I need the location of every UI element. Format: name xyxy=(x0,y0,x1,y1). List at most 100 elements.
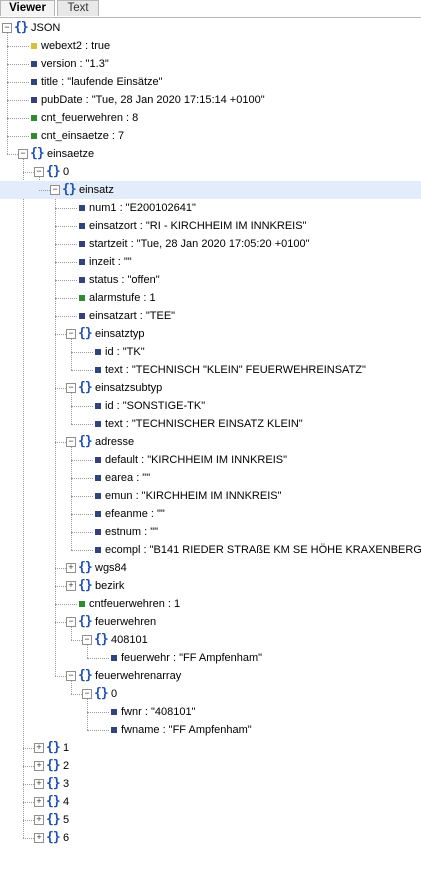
collapse-toggle-icon[interactable]: − xyxy=(82,635,92,645)
tree-connector xyxy=(71,424,93,425)
tree-node-value[interactable]: webext2 : true xyxy=(0,37,421,55)
string-value-icon xyxy=(79,205,85,211)
tree-node-value[interactable]: emun : "KIRCHHEIM IM INNKREIS" xyxy=(0,487,421,505)
tree-connector xyxy=(23,766,34,767)
tree-node-value[interactable]: alarmstufe : 1 xyxy=(0,289,421,307)
tree-connector xyxy=(71,406,93,407)
number-value-icon xyxy=(79,601,85,607)
tree-connector xyxy=(55,622,66,623)
tree-node-object[interactable]: −{}einsatzsubtyp xyxy=(0,379,421,397)
tree-node-object[interactable]: +{}6 xyxy=(0,829,421,847)
tree-node-value[interactable]: estnum : "" xyxy=(0,523,421,541)
tree-node-value[interactable]: pubDate : "Tue, 28 Jan 2020 17:15:14 +01… xyxy=(0,91,421,109)
tree-node-object[interactable]: +{}1 xyxy=(0,739,421,757)
tree-node-object[interactable]: −{}408101 xyxy=(0,631,421,649)
tree-node-value[interactable]: einsatzort : "RI - KIRCHHEIM IM INNKREIS… xyxy=(0,217,421,235)
collapse-toggle-icon[interactable]: − xyxy=(66,617,76,627)
tree-node-value[interactable]: text : "TECHNISCH "KLEIN" FEUERWEHREINSA… xyxy=(0,361,421,379)
collapse-toggle-icon[interactable]: − xyxy=(18,149,28,159)
expand-toggle-icon[interactable]: + xyxy=(34,761,44,771)
tree-node-object[interactable]: −{}feuerwehren xyxy=(0,613,421,631)
collapse-toggle-icon[interactable]: − xyxy=(66,671,76,681)
tree-node-value[interactable]: status : "offen" xyxy=(0,271,421,289)
tree-node-value[interactable]: cntfeuerwehren : 1 xyxy=(0,595,421,613)
tree-connector xyxy=(7,46,29,47)
tree-node-object[interactable]: +{}2 xyxy=(0,757,421,775)
tree-node-value[interactable]: efeanme : "" xyxy=(0,505,421,523)
tree-node-value[interactable]: version : "1.3" xyxy=(0,55,421,73)
tree-connector xyxy=(71,640,82,641)
tree-node-object[interactable]: −{}einsatztyp xyxy=(0,325,421,343)
tree-node-value[interactable]: fwnr : "408101" xyxy=(0,703,421,721)
tree-node-value[interactable]: inzeit : "" xyxy=(0,253,421,271)
tree-connector xyxy=(39,190,50,191)
tree-node-object[interactable]: −{}JSON xyxy=(0,19,421,37)
tree-node-label: einsatzart : "TEE" xyxy=(89,310,176,322)
expand-toggle-icon[interactable]: + xyxy=(34,797,44,807)
tree-connector xyxy=(71,532,93,533)
tree-node-object[interactable]: +{}bezirk xyxy=(0,577,421,595)
tree-node-object[interactable]: −{}einsaetze xyxy=(0,145,421,163)
expand-toggle-icon[interactable]: + xyxy=(66,581,76,591)
tree-node-object[interactable]: −{}einsatz xyxy=(0,181,421,199)
tree-connector xyxy=(23,820,34,821)
tree-node-value[interactable]: feuerwehr : "FF Ampfenham" xyxy=(0,649,421,667)
collapse-toggle-icon[interactable]: − xyxy=(66,329,76,339)
tree-node-label: cnt_einsaetze : 7 xyxy=(41,130,125,142)
tree-guide-line xyxy=(55,195,56,676)
tree-node-value[interactable]: id : "SONSTIGE-TK" xyxy=(0,397,421,415)
expand-toggle-icon[interactable]: + xyxy=(66,563,76,573)
tree-connector xyxy=(71,460,93,461)
tree-node-label: emun : "KIRCHHEIM IM INNKREIS" xyxy=(105,490,282,502)
tree-connector xyxy=(23,838,34,839)
tree-node-value[interactable]: default : "KIRCHHEIM IM INNKREIS" xyxy=(0,451,421,469)
tree-connector xyxy=(7,82,29,83)
tree-node-label: pubDate : "Tue, 28 Jan 2020 17:15:14 +01… xyxy=(41,94,265,106)
tree-node-value[interactable]: earea : "" xyxy=(0,469,421,487)
collapse-toggle-icon[interactable]: − xyxy=(50,185,60,195)
expand-toggle-icon[interactable]: + xyxy=(34,833,44,843)
tree-node-object[interactable]: +{}5 xyxy=(0,811,421,829)
collapse-toggle-icon[interactable]: − xyxy=(66,437,76,447)
string-value-icon xyxy=(79,313,85,319)
tree-node-value[interactable]: num1 : "E200102641" xyxy=(0,199,421,217)
tree-node-label: feuerwehren xyxy=(95,616,157,628)
object-braces-icon: {} xyxy=(78,326,93,341)
object-braces-icon: {} xyxy=(46,164,61,179)
string-value-icon xyxy=(79,277,85,283)
tree-node-object[interactable]: −{}0 xyxy=(0,685,421,703)
tab-viewer[interactable]: Viewer xyxy=(0,0,55,16)
tree-node-object[interactable]: +{}wgs84 xyxy=(0,559,421,577)
tab-text[interactable]: Text xyxy=(57,0,99,16)
tree-node-label: estnum : "" xyxy=(105,526,159,538)
tree-connector xyxy=(23,748,34,749)
object-braces-icon: {} xyxy=(46,776,61,791)
tree-connector xyxy=(55,676,66,677)
collapse-toggle-icon[interactable]: − xyxy=(66,383,76,393)
collapse-toggle-icon[interactable]: − xyxy=(2,23,12,33)
tree-node-value[interactable]: text : "TECHNISCHER EINSATZ KLEIN" xyxy=(0,415,421,433)
tree-node-object[interactable]: −{}0 xyxy=(0,163,421,181)
string-value-icon xyxy=(111,655,117,661)
expand-toggle-icon[interactable]: + xyxy=(34,743,44,753)
tree-node-object[interactable]: +{}4 xyxy=(0,793,421,811)
tree-guide-line xyxy=(71,681,72,694)
tree-guide-line xyxy=(23,159,24,838)
tree-node-value[interactable]: cnt_einsaetze : 7 xyxy=(0,127,421,145)
tree-node-object[interactable]: −{}feuerwehrenarray xyxy=(0,667,421,685)
tree-node-value[interactable]: startzeit : "Tue, 28 Jan 2020 17:05:20 +… xyxy=(0,235,421,253)
tree-node-object[interactable]: +{}3 xyxy=(0,775,421,793)
expand-toggle-icon[interactable]: + xyxy=(34,815,44,825)
tree-node-value[interactable]: id : "TK" xyxy=(0,343,421,361)
collapse-toggle-icon[interactable]: − xyxy=(82,689,92,699)
tree-connector xyxy=(55,334,66,335)
tree-node-value[interactable]: cnt_feuerwehren : 8 xyxy=(0,109,421,127)
tree-node-object[interactable]: −{}adresse xyxy=(0,433,421,451)
collapse-toggle-icon[interactable]: − xyxy=(34,167,44,177)
tree-node-value[interactable]: ecompl : "B141 RIEDER STRAßE KM SE HÖHE … xyxy=(0,541,421,559)
tree-node-value[interactable]: fwname : "FF Ampfenham" xyxy=(0,721,421,739)
tree-node-value[interactable]: title : "laufende Einsätze" xyxy=(0,73,421,91)
expand-toggle-icon[interactable]: + xyxy=(34,779,44,789)
tree-node-value[interactable]: einsatzart : "TEE" xyxy=(0,307,421,325)
tree-node-label: einsatztyp xyxy=(95,328,145,340)
